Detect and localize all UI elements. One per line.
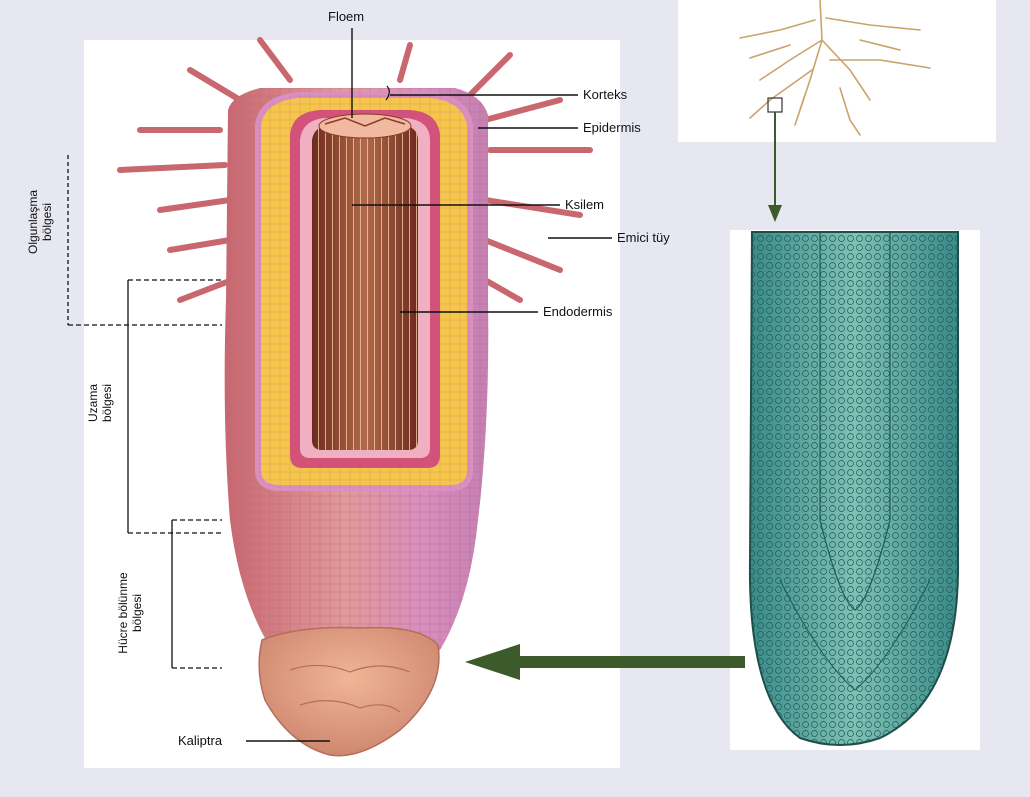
zone-olgunlasma-line1: Olgunlaşma	[26, 167, 40, 277]
zone-olgunlasma: Olgunlaşma bölgesi	[26, 167, 56, 277]
label-emici-tuy: Emici tüy	[617, 231, 670, 244]
root-tip-micrograph	[750, 232, 958, 745]
label-epidermis: Epidermis	[583, 121, 641, 134]
label-floem: Floem	[328, 10, 364, 23]
label-ksilem: Ksilem	[565, 198, 604, 211]
zone-hucre-line1: Hücre bölünme	[116, 548, 130, 678]
label-endodermis: Endodermis	[543, 305, 612, 318]
zone-uzama: Uzama bölgesi	[86, 358, 116, 448]
zone-olgunlasma-line2: bölgesi	[40, 167, 54, 277]
zoom-arrow-head	[768, 205, 782, 222]
zone-uzama-line2: bölgesi	[100, 358, 114, 448]
label-kaliptra: Kaliptra	[178, 734, 222, 747]
zone-hucre-line2: bölgesi	[130, 548, 144, 678]
label-korteks: Korteks	[583, 88, 627, 101]
zone-uzama-line1: Uzama	[86, 358, 100, 448]
zone-hucre-bolunme: Hücre bölünme bölgesi	[116, 548, 146, 678]
root-system-photo-panel	[678, 0, 996, 142]
